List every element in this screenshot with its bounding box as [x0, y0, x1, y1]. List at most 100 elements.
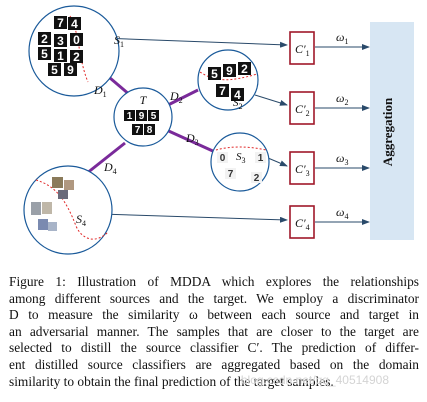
caption-line-6: ent distilled source classifiers are agg…: [9, 356, 419, 372]
svg-text:1: 1: [127, 111, 133, 122]
svg-text:2: 2: [73, 50, 80, 64]
s2-boundary: [199, 71, 258, 81]
svg-text:ω2: ω2: [336, 91, 348, 107]
classifier-c1: C′1: [289, 31, 315, 65]
weight-2-label: ω: [336, 91, 344, 105]
svg-text:C′2: C′2: [295, 102, 310, 118]
svg-text:9: 9: [226, 64, 233, 78]
target-label: T: [140, 93, 148, 107]
aggregation-label: Aggregation: [380, 97, 395, 166]
svg-text:2: 2: [241, 62, 248, 76]
caption-line-1: Figure 1: Illustration of MDDA which exp…: [9, 274, 419, 289]
svg-text:ω3: ω3: [336, 151, 348, 167]
svg-text:0: 0: [220, 153, 226, 164]
s3-boundary: [215, 146, 267, 151]
digit-tile: 2: [251, 172, 262, 184]
svg-text:5: 5: [41, 47, 48, 61]
svg-text:ω4: ω4: [336, 205, 348, 221]
digit-tile: 7: [216, 84, 229, 98]
svg-text:D2: D2: [169, 89, 183, 105]
svg-text:4: 4: [71, 17, 78, 31]
caption-line-7: similarity to obtain the final predictio…: [9, 373, 334, 389]
svg-text:5: 5: [151, 111, 157, 122]
s3-label: S: [236, 151, 242, 163]
svg-text:C′1: C′1: [295, 42, 310, 58]
svg-text:2: 2: [254, 173, 260, 184]
caption-line-2: among different sources and the target. …: [9, 290, 419, 306]
digit-tile: 5: [148, 110, 159, 122]
digit-tile: 5: [208, 67, 221, 81]
digit-tile: 0: [70, 33, 83, 47]
svg-text:S4: S4: [76, 212, 86, 228]
svg-text:C′4: C′4: [295, 216, 310, 232]
arrow-s1-c1: [99, 37, 288, 48]
figure-caption: Figure 1: Illustration of MDDA which exp…: [9, 274, 419, 390]
s4-sample-tiles: [31, 177, 74, 231]
svg-text:S3: S3: [236, 151, 246, 165]
digit-tile: 0: [217, 152, 228, 164]
digit-tile: 1: [124, 110, 135, 122]
watermark: blog.csdn.net/qq_40514908: [240, 373, 389, 387]
s1-label: S: [114, 33, 120, 47]
digit-tile: 9: [64, 63, 77, 77]
svg-text:7: 7: [135, 125, 141, 136]
digit-tile: 2: [70, 50, 83, 64]
svg-text:7: 7: [57, 16, 64, 30]
d4-label: D: [103, 160, 113, 174]
digit-tile: 8: [144, 124, 155, 136]
svg-text:5: 5: [211, 67, 218, 81]
digit-tile: 1: [255, 152, 266, 164]
svg-text:D4: D4: [103, 160, 117, 176]
digit-tile: 9: [223, 64, 236, 78]
digit-tile: 1: [54, 49, 67, 63]
classifier-c3: C′3: [289, 151, 315, 185]
d1-label: D: [93, 83, 103, 97]
svg-text:D1: D1: [93, 83, 107, 99]
edge-d1: [109, 76, 131, 97]
s2-label: S: [233, 97, 239, 109]
svg-text:ω1: ω1: [336, 30, 348, 46]
digit-tile: 9: [136, 110, 147, 122]
digit-tile: 7: [54, 16, 67, 30]
svg-text:1: 1: [57, 49, 64, 63]
weight-1-label: ω: [336, 30, 344, 44]
digit-tile: 2: [238, 62, 251, 76]
svg-text:2: 2: [41, 32, 48, 46]
caption-line-3: D to measure the similarity ω between ea…: [9, 307, 419, 323]
svg-text:1: 1: [258, 153, 264, 164]
digit-tile: 5: [38, 47, 51, 61]
d2-label: D: [169, 89, 179, 103]
svg-text:0: 0: [73, 33, 80, 47]
svg-text:C′3: C′3: [295, 162, 310, 178]
caption-line-5: selected to distill the source classifie…: [9, 340, 419, 356]
weight-4-label: ω: [336, 205, 344, 219]
svg-text:3: 3: [57, 34, 64, 48]
source-s3: 0 1 7 2 S3: [210, 132, 270, 192]
s4-boundary: [35, 179, 109, 240]
digit-tile: 7: [132, 124, 143, 136]
svg-text:S2: S2: [233, 97, 243, 111]
svg-text:9: 9: [139, 111, 145, 122]
arrow-s4-c4: [99, 213, 288, 223]
digit-tile: 3: [54, 34, 67, 48]
arrow-s3-c3: [267, 157, 288, 167]
digit-tile: 7: [225, 168, 236, 180]
arrow-s2-c2: [254, 94, 288, 106]
caption-line-4: an adversarial manner. The samples that …: [9, 323, 419, 339]
digit-tile: 2: [38, 32, 51, 46]
classifier-c4: C′4: [289, 205, 315, 239]
svg-text:4: 4: [234, 88, 241, 102]
svg-text:7: 7: [228, 169, 234, 180]
digit-tile: 4: [231, 88, 244, 102]
digit-tile: 4: [68, 17, 81, 31]
aggregation-box: [370, 22, 414, 240]
edge-d3: [161, 126, 216, 154]
svg-text:S1: S1: [114, 33, 124, 49]
classifier-c2: C′2: [289, 91, 315, 125]
digit-tile: 5: [48, 63, 61, 77]
svg-text:9: 9: [67, 63, 74, 77]
